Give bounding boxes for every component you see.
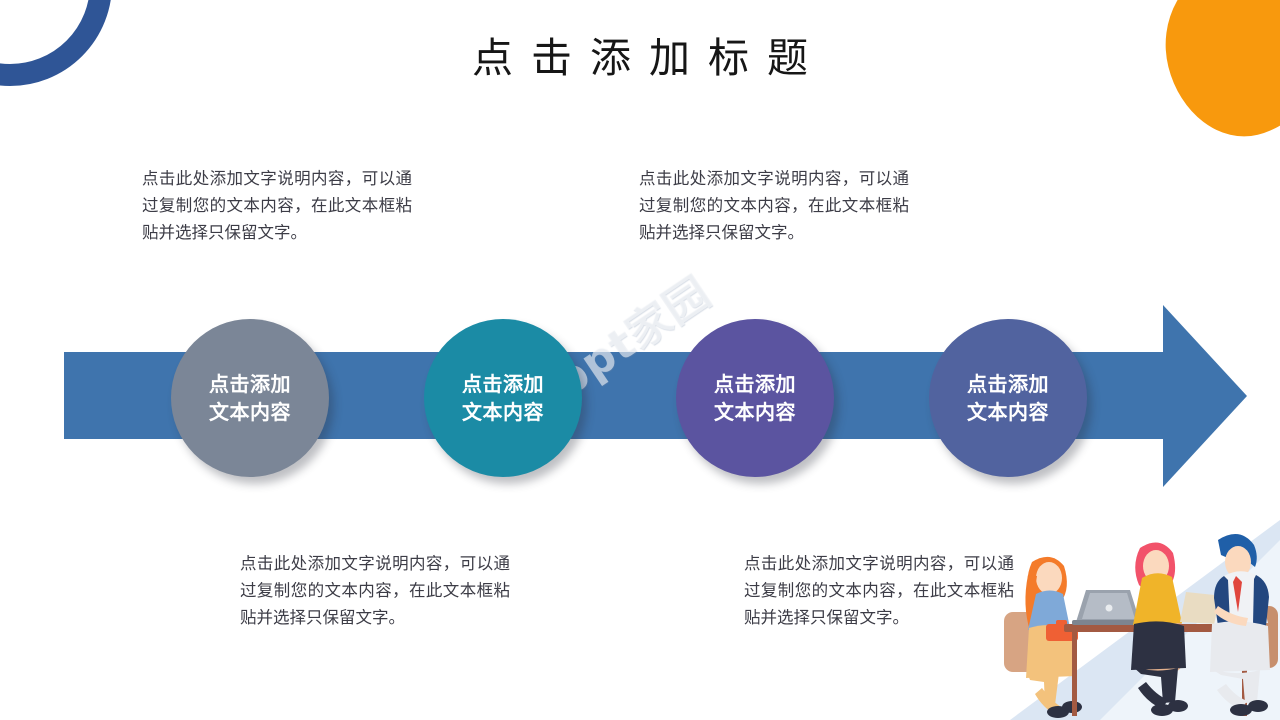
process-step-1-label: 点击添加 文本内容 (209, 372, 291, 424)
process-step-4[interactable]: 点击添加 文本内容 (929, 319, 1087, 477)
process-step-4-label: 点击添加 文本内容 (967, 372, 1049, 424)
process-step-2-label: 点击添加 文本内容 (462, 372, 544, 424)
process-step-3[interactable]: 点击添加 文本内容 (676, 319, 834, 477)
process-arrow-head (1163, 305, 1247, 487)
business-meeting-illustration (1004, 520, 1280, 720)
description-text-top-left: 点击此处添加文字说明内容，可以通过复制您的文本内容，在此文本框粘贴并选择只保留文… (142, 170, 412, 242)
description-text-bottom-right: 点击此处添加文字说明内容，可以通过复制您的文本内容，在此文本框粘贴并选择只保留文… (744, 555, 1014, 627)
process-step-2[interactable]: 点击添加 文本内容 (424, 319, 582, 477)
description-text-bottom-left: 点击此处添加文字说明内容，可以通过复制您的文本内容，在此文本框粘贴并选择只保留文… (240, 555, 510, 627)
description-text-top-right: 点击此处添加文字说明内容，可以通过复制您的文本内容，在此文本框粘贴并选择只保留文… (639, 170, 909, 242)
process-step-1[interactable]: 点击添加 文本内容 (171, 319, 329, 477)
page-title: 点击添加标题 (472, 34, 826, 82)
process-step-3-label: 点击添加 文本内容 (714, 372, 796, 424)
